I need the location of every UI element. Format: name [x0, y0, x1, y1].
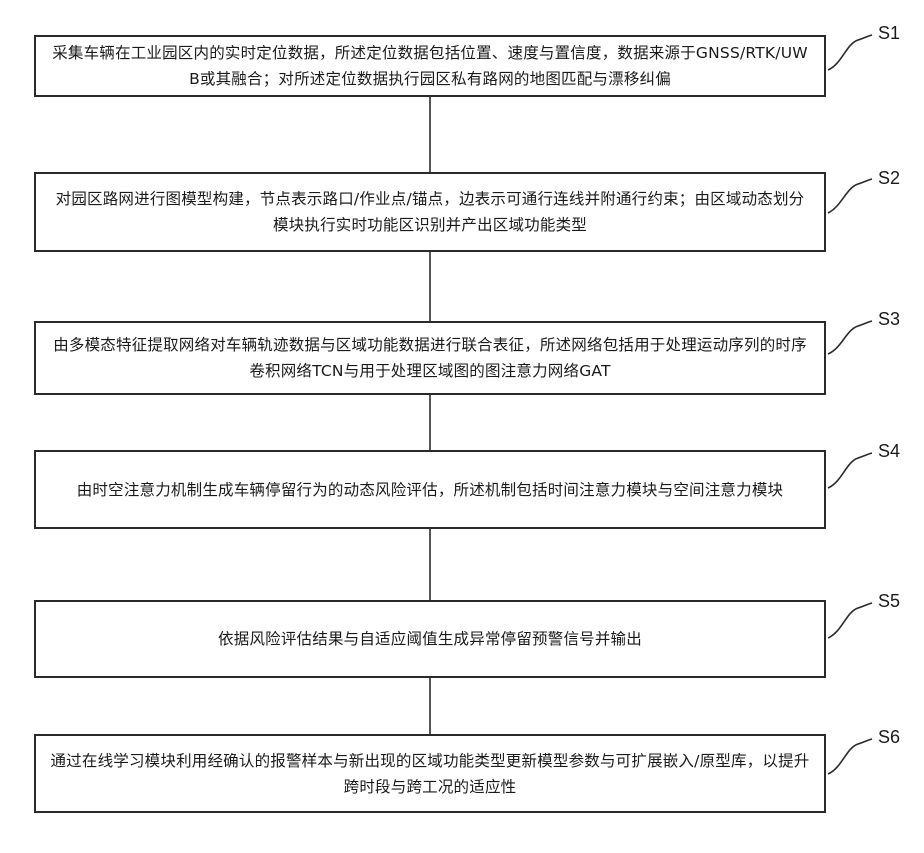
- step-label-s6: S6: [878, 727, 900, 748]
- step-box-s3: 由多模态特征提取网络对车辆轨迹数据与区域功能数据进行联合表征，所述网络包括用于处…: [34, 321, 826, 395]
- step-box-s1: 采集车辆在工业园区内的实时定位数据，所述定位数据包括位置、速度与置信度，数据来源…: [34, 35, 826, 97]
- step-label-s5: S5: [878, 591, 900, 612]
- step-box-s6: 通过在线学习模块利用经确认的报警样本与新出现的区域功能类型更新模型参数与可扩展嵌…: [34, 734, 826, 813]
- step-label-s2: S2: [878, 168, 900, 189]
- step-text-s3: 由多模态特征提取网络对车辆轨迹数据与区域功能数据进行联合表征，所述网络包括用于处…: [50, 332, 810, 384]
- leader-s1: [828, 35, 872, 70]
- step-label-s1: S1: [878, 23, 900, 44]
- step-text-s2: 对园区路网进行图模型构建，节点表示路口/作业点/锚点，边表示可通行连线并附通行约…: [50, 186, 810, 238]
- step-box-s4: 由时空注意力机制生成车辆停留行为的动态风险评估，所述机制包括时间注意力模块与空间…: [34, 450, 826, 529]
- step-text-s6: 通过在线学习模块利用经确认的报警样本与新出现的区域功能类型更新模型参数与可扩展嵌…: [50, 748, 810, 800]
- step-box-s5: 依据风险评估结果与自适应阈值生成异常停留预警信号并输出: [34, 600, 826, 678]
- leader-s3: [828, 321, 872, 354]
- leader-s6: [828, 739, 872, 774]
- leader-s5: [828, 603, 872, 638]
- leader-s4: [828, 453, 872, 488]
- step-label-s4: S4: [878, 441, 900, 462]
- step-label-s3: S3: [878, 309, 900, 330]
- step-text-s4: 由时空注意力机制生成车辆停留行为的动态风险评估，所述机制包括时间注意力模块与空间…: [77, 477, 784, 503]
- step-text-s1: 采集车辆在工业园区内的实时定位数据，所述定位数据包括位置、速度与置信度，数据来源…: [50, 40, 810, 92]
- step-text-s5: 依据风险评估结果与自适应阈值生成异常停留预警信号并输出: [218, 626, 642, 652]
- leader-s2: [828, 179, 872, 213]
- step-box-s2: 对园区路网进行图模型构建，节点表示路口/作业点/锚点，边表示可通行连线并附通行约…: [34, 172, 826, 252]
